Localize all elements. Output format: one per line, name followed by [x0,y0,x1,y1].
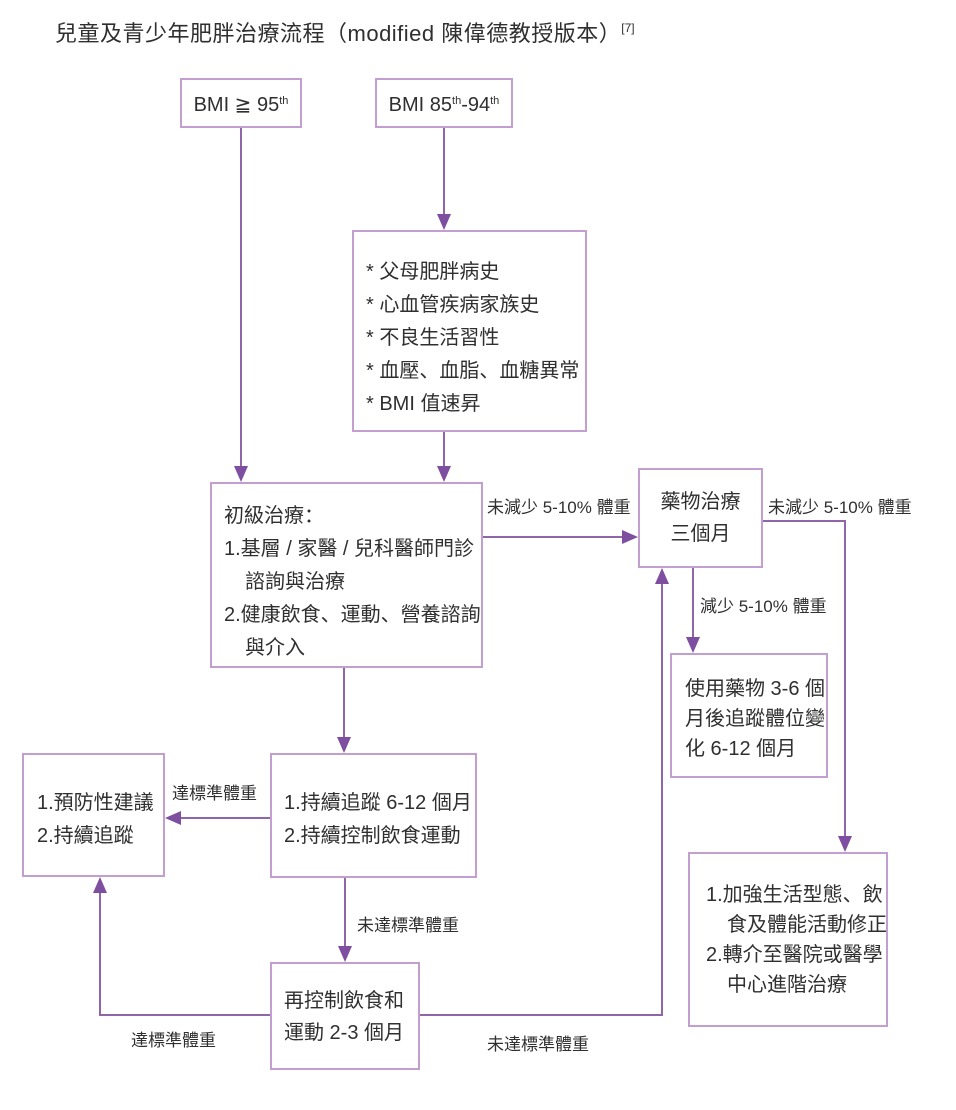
risk-factor-item: * 血壓、血脂、血糖異常 [366,360,580,382]
recontrol-line: 再控制飲食和 [284,990,404,1012]
node-intensify: 1.加強生活型態、飲 食及體能活動修正 2.轉介至醫院或醫學 中心進階治療 [688,852,888,1027]
page-title-text: 兒童及青少年肥胖治療流程（modified 陳偉德教授版本） [55,21,622,46]
arrow-primary-to-continue [337,737,351,753]
node-risk-factors: * 父母肥胖病史 * 心血管疾病家族史 * 不良生活習性 * 血壓、血脂、血糖異… [352,230,587,432]
primary-care-line: 諮詢與治療 [245,571,345,593]
arrow-bmi85-to-risk [437,214,451,230]
edge-label-no-loss-to-intensify: 未減少 5-10% 體重 [768,498,912,517]
arrow-continue-to-recontrol [338,946,352,962]
line-recontrol-to-prevention [99,889,270,1016]
node-bmi-85-94-label: BMI 85th-94th [389,85,500,121]
arrow-drug-to-followup [686,637,700,653]
intensify-line: 2.轉介至醫院或醫學 [706,944,883,966]
drug-followup-line: 使用藥物 3-6 個 [685,678,826,700]
node-bmi-85-94: BMI 85th-94th [375,78,513,128]
drug-therapy-line: 藥物治療 [660,491,741,513]
recontrol-line: 運動 2-3 個月 [284,1022,405,1044]
risk-factor-item: * 父母肥胖病史 [366,261,500,283]
drug-therapy-line: 三個月 [670,523,731,545]
primary-care-line: 與介入 [245,637,305,659]
arrow-recontrol-to-prevention [93,877,107,893]
edge-label-reached-standard-bottom: 達標準體重 [131,1031,216,1050]
bmi-85-94-sup2: th [490,95,500,107]
arrow-continue-to-prevention [165,811,181,825]
node-continue-follow: 1.持續追蹤 6-12 個月 2.持續控制飲食運動 [270,753,477,878]
arrow-primary-to-drug [622,530,638,544]
page-title: 兒童及青少年肥胖治療流程（modified 陳偉德教授版本）[7] [55,16,635,48]
primary-care-line: 初級治療： [224,505,324,527]
bmi-85-94-sup1: th [452,95,462,107]
edge-label-loss-5-10: 減少 5-10% 體重 [700,597,827,616]
drug-followup-line: 月後追蹤體位變 [685,708,825,730]
node-drug-followup: 使用藥物 3-6 個 月後追蹤體位變 化 6-12 個月 [670,653,828,778]
drug-followup-line: 化 6-12 個月 [685,738,797,760]
continue-follow-line: 1.持續追蹤 6-12 個月 [284,792,472,814]
node-recontrol: 再控制飲食和 運動 2-3 個月 [270,962,420,1070]
bmi-85-94-text2: -94 [461,94,491,116]
node-bmi-ge-95: BMI ≧ 95th [180,78,302,128]
reference-superscript: [7] [621,21,635,35]
risk-factor-item: * 不良生活習性 [366,327,500,349]
arrow-drug-to-intensify [838,836,852,852]
node-prevention: 1.預防性建議 2.持續追蹤 [22,753,165,877]
bmi-ge-95-sup: th [279,95,289,107]
primary-care-line: 2.健康飲食、運動、營養諮詢 [224,604,481,626]
intensify-line: 中心進階治療 [727,974,847,996]
bmi-85-94-text1: BMI 85 [388,94,453,116]
prevention-line: 1.預防性建議 [37,792,154,814]
intensify-line: 食及體能活動修正 [727,914,887,936]
risk-factor-item: * 心血管疾病家族史 [366,294,540,316]
edge-label-not-reached-down: 未達標準體重 [357,916,459,935]
edge-label-not-reached-bottom: 未達標準體重 [487,1035,589,1054]
edge-label-reached-standard-left: 達標準體重 [172,784,257,803]
arrow-risk-to-primary [437,466,451,482]
node-bmi-ge-95-label: BMI ≧ 95th [194,85,289,121]
intensify-line: 1.加強生活型態、飲 [706,884,883,906]
bmi-ge-95-text: BMI ≧ 95 [193,94,280,116]
continue-follow-line: 2.持續控制飲食運動 [284,825,461,847]
risk-factor-item: * BMI 值速昇 [366,393,481,415]
node-drug-therapy: 藥物治療 三個月 [638,468,763,568]
primary-care-line: 1.基層 / 家醫 / 兒科醫師門診 [224,538,475,560]
arrow-recontrol-to-drug [655,568,669,584]
prevention-line: 2.持續追蹤 [37,825,134,847]
arrow-bmi95-to-primary [234,466,248,482]
node-primary-care: 初級治療： 1.基層 / 家醫 / 兒科醫師門診 諮詢與治療 2.健康飲食、運動… [210,482,483,668]
edge-label-no-loss-to-drug: 未減少 5-10% 體重 [487,498,631,517]
